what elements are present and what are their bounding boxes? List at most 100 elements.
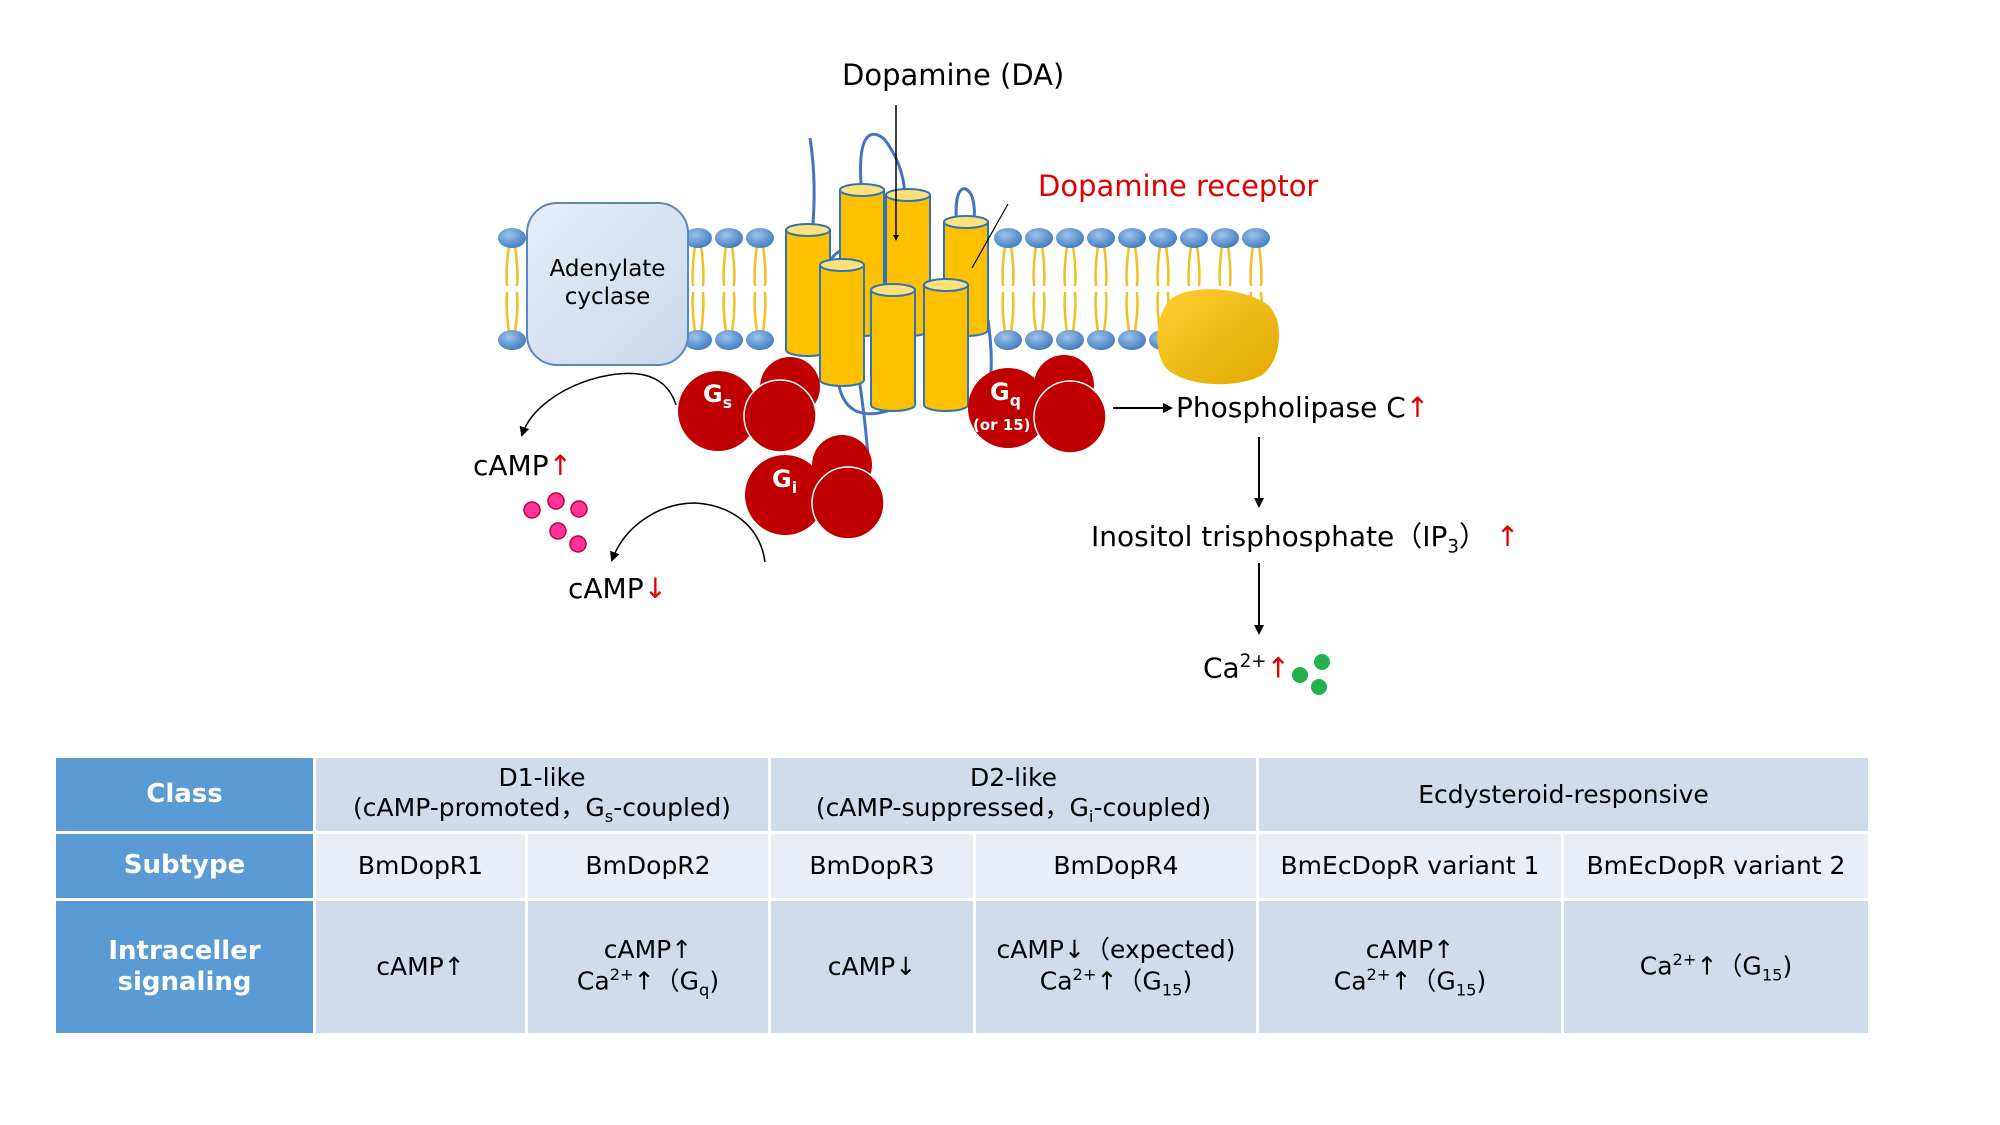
lipid-tail xyxy=(1063,245,1069,287)
gq-label: Gq xyxy=(990,378,1021,410)
subtype-cell: BmDopR4 xyxy=(973,831,1259,901)
class-cell-ecdysteroid: Ecdysteroid-responsive xyxy=(1256,755,1871,834)
sig-mid: ↑（G xyxy=(1390,965,1456,995)
gi-protein xyxy=(745,435,885,540)
lipid-tail xyxy=(722,245,728,287)
gs-label-main: G xyxy=(703,380,723,408)
plc-text: Phospholipase C xyxy=(1176,391,1406,424)
lipid-tail xyxy=(1218,245,1224,287)
lipid-tail xyxy=(1009,291,1015,333)
lipid-tail xyxy=(505,291,511,333)
signaling-line: Ca2+↑（G15) xyxy=(1259,965,1561,1000)
sig-pre: Ca xyxy=(576,965,610,995)
row-header-subtype: Subtype xyxy=(53,831,316,901)
lipid-head xyxy=(498,330,526,350)
camp-up-text: cAMP xyxy=(473,449,549,482)
gs-label: Gs xyxy=(703,380,732,412)
sig-mid: ↑（G xyxy=(1696,950,1762,980)
signaling-cell: cAMP↓（expected) Ca2+↑（G15) xyxy=(973,898,1259,1036)
ip3-text: Inositol trisphosphate（IP xyxy=(1091,520,1448,553)
lipid-tail xyxy=(1040,291,1046,333)
signaling-cell: cAMP↓ xyxy=(768,898,976,1036)
lipid-head xyxy=(1025,330,1053,350)
lipid-tail xyxy=(1063,291,1069,333)
signaling-cell: cAMP↑ Ca2+↑（Gq) xyxy=(525,898,771,1036)
lipid-head xyxy=(746,330,774,350)
lipid-tail xyxy=(761,291,767,333)
lipid-tail xyxy=(1001,245,1007,287)
sig-post: ) xyxy=(1476,965,1487,995)
table-row-subtype: Subtype BmDopR1 BmDopR2 BmDopR3 BmDopR4 … xyxy=(53,831,1871,901)
lipid-head xyxy=(1056,330,1084,350)
lipid-head xyxy=(498,228,526,248)
transmembrane-helix xyxy=(923,278,969,412)
lipid-tail xyxy=(1094,291,1100,333)
table-row-signaling: Intraceller signaling cAMP↑ cAMP↑ Ca2+↑（… xyxy=(53,898,1871,1036)
lipid-head xyxy=(1180,228,1208,248)
lipid-tail xyxy=(1032,245,1038,287)
class-d2-desc-pre: (cAMP-suppressed，G xyxy=(815,792,1089,822)
transmembrane-helix xyxy=(870,283,916,412)
camp-up-label: cAMP↑ xyxy=(473,449,572,482)
gi-label-main: G xyxy=(772,465,792,493)
lipid-tail xyxy=(753,245,759,287)
signaling-line: cAMP↑ xyxy=(603,934,693,964)
class-cell-d1: D1-like (cAMP-promoted，Gs-coupled) xyxy=(313,755,771,834)
lipid-head xyxy=(1056,228,1084,248)
dopamine-label: Dopamine (DA) xyxy=(842,58,1065,92)
lipid-head xyxy=(994,228,1022,248)
lipid-tail xyxy=(691,291,697,333)
signaling-line: Ca2+↑（Gq) xyxy=(528,965,768,1000)
adenylate-cyclase-label: Adenylate cyclase xyxy=(527,255,688,311)
lipid-tail xyxy=(730,245,736,287)
adenylate-cyclase xyxy=(526,202,689,366)
lipid-head xyxy=(715,228,743,248)
signaling-line: cAMP↓ xyxy=(827,952,917,981)
lipid-tail xyxy=(1249,245,1255,287)
gi-label-sub: i xyxy=(791,478,798,497)
sig-pre: Ca xyxy=(1333,965,1367,995)
signaling-line: cAMP↑ xyxy=(376,952,465,981)
sig-mid: ↑（G xyxy=(1096,965,1162,995)
class-d2-desc: (cAMP-suppressed，Gi-coupled) xyxy=(771,793,1256,827)
lipid-tail xyxy=(1156,245,1162,287)
signaling-cell: cAMP↑ xyxy=(313,898,528,1036)
class-d1-desc: (cAMP-promoted，Gs-coupled) xyxy=(316,793,768,827)
lipid-tail xyxy=(1032,291,1038,333)
receptor-classification-table: Class D1-like (cAMP-promoted，Gs-coupled)… xyxy=(53,755,1871,1036)
up-arrow-icon: ↑ xyxy=(1266,651,1290,685)
class-d1-desc-pre: (cAMP-promoted，G xyxy=(353,792,605,822)
subtype-cell: BmDopR2 xyxy=(525,831,771,901)
adenylate-cyclase-line2: cyclase xyxy=(564,284,651,310)
transmembrane-helix xyxy=(819,258,865,387)
receptor-helices xyxy=(785,183,989,412)
table-row-class: Class D1-like (cAMP-promoted，Gs-coupled)… xyxy=(53,755,1871,834)
sig-post: ) xyxy=(1782,950,1793,980)
lipid-tail xyxy=(513,291,519,333)
lipid-tail xyxy=(513,245,519,287)
class-d2-desc-post: -coupled) xyxy=(1093,792,1212,822)
lipid-tail xyxy=(1226,245,1232,287)
diagram-canvas xyxy=(498,105,1330,695)
gq-note: (or 15) xyxy=(973,416,1031,434)
subtype-cell: BmDopR3 xyxy=(768,831,976,901)
gq-label-sub: q xyxy=(1009,391,1021,410)
lipid-head xyxy=(684,228,712,248)
sig-sub: q xyxy=(698,979,710,999)
class-d1-desc-post: -coupled) xyxy=(613,792,731,822)
lipid-tail xyxy=(1133,245,1139,287)
signaling-cell: Ca2+↑（G15) xyxy=(1561,898,1871,1036)
lipid-tail xyxy=(1094,245,1100,287)
lipid-tail xyxy=(1040,245,1046,287)
gs-label-sub: s xyxy=(722,393,732,412)
lipid-tail xyxy=(1187,245,1193,287)
row-header-class: Class xyxy=(53,755,316,834)
sig-sup: 2+ xyxy=(1672,949,1697,969)
lipid-head xyxy=(1087,330,1115,350)
camp-down-label: cAMP↓ xyxy=(568,572,667,605)
camp-molecules xyxy=(523,492,588,553)
ip3-label: Inositol trisphosphate（IP3） ↑ xyxy=(1091,515,1519,558)
subtype-cell: BmEcDopR variant 2 xyxy=(1561,831,1871,901)
lipid-tail xyxy=(1125,291,1131,333)
dopamine-signaling-diagram: Dopamine (DA) Dopamine receptor Adenylat… xyxy=(473,58,1519,695)
